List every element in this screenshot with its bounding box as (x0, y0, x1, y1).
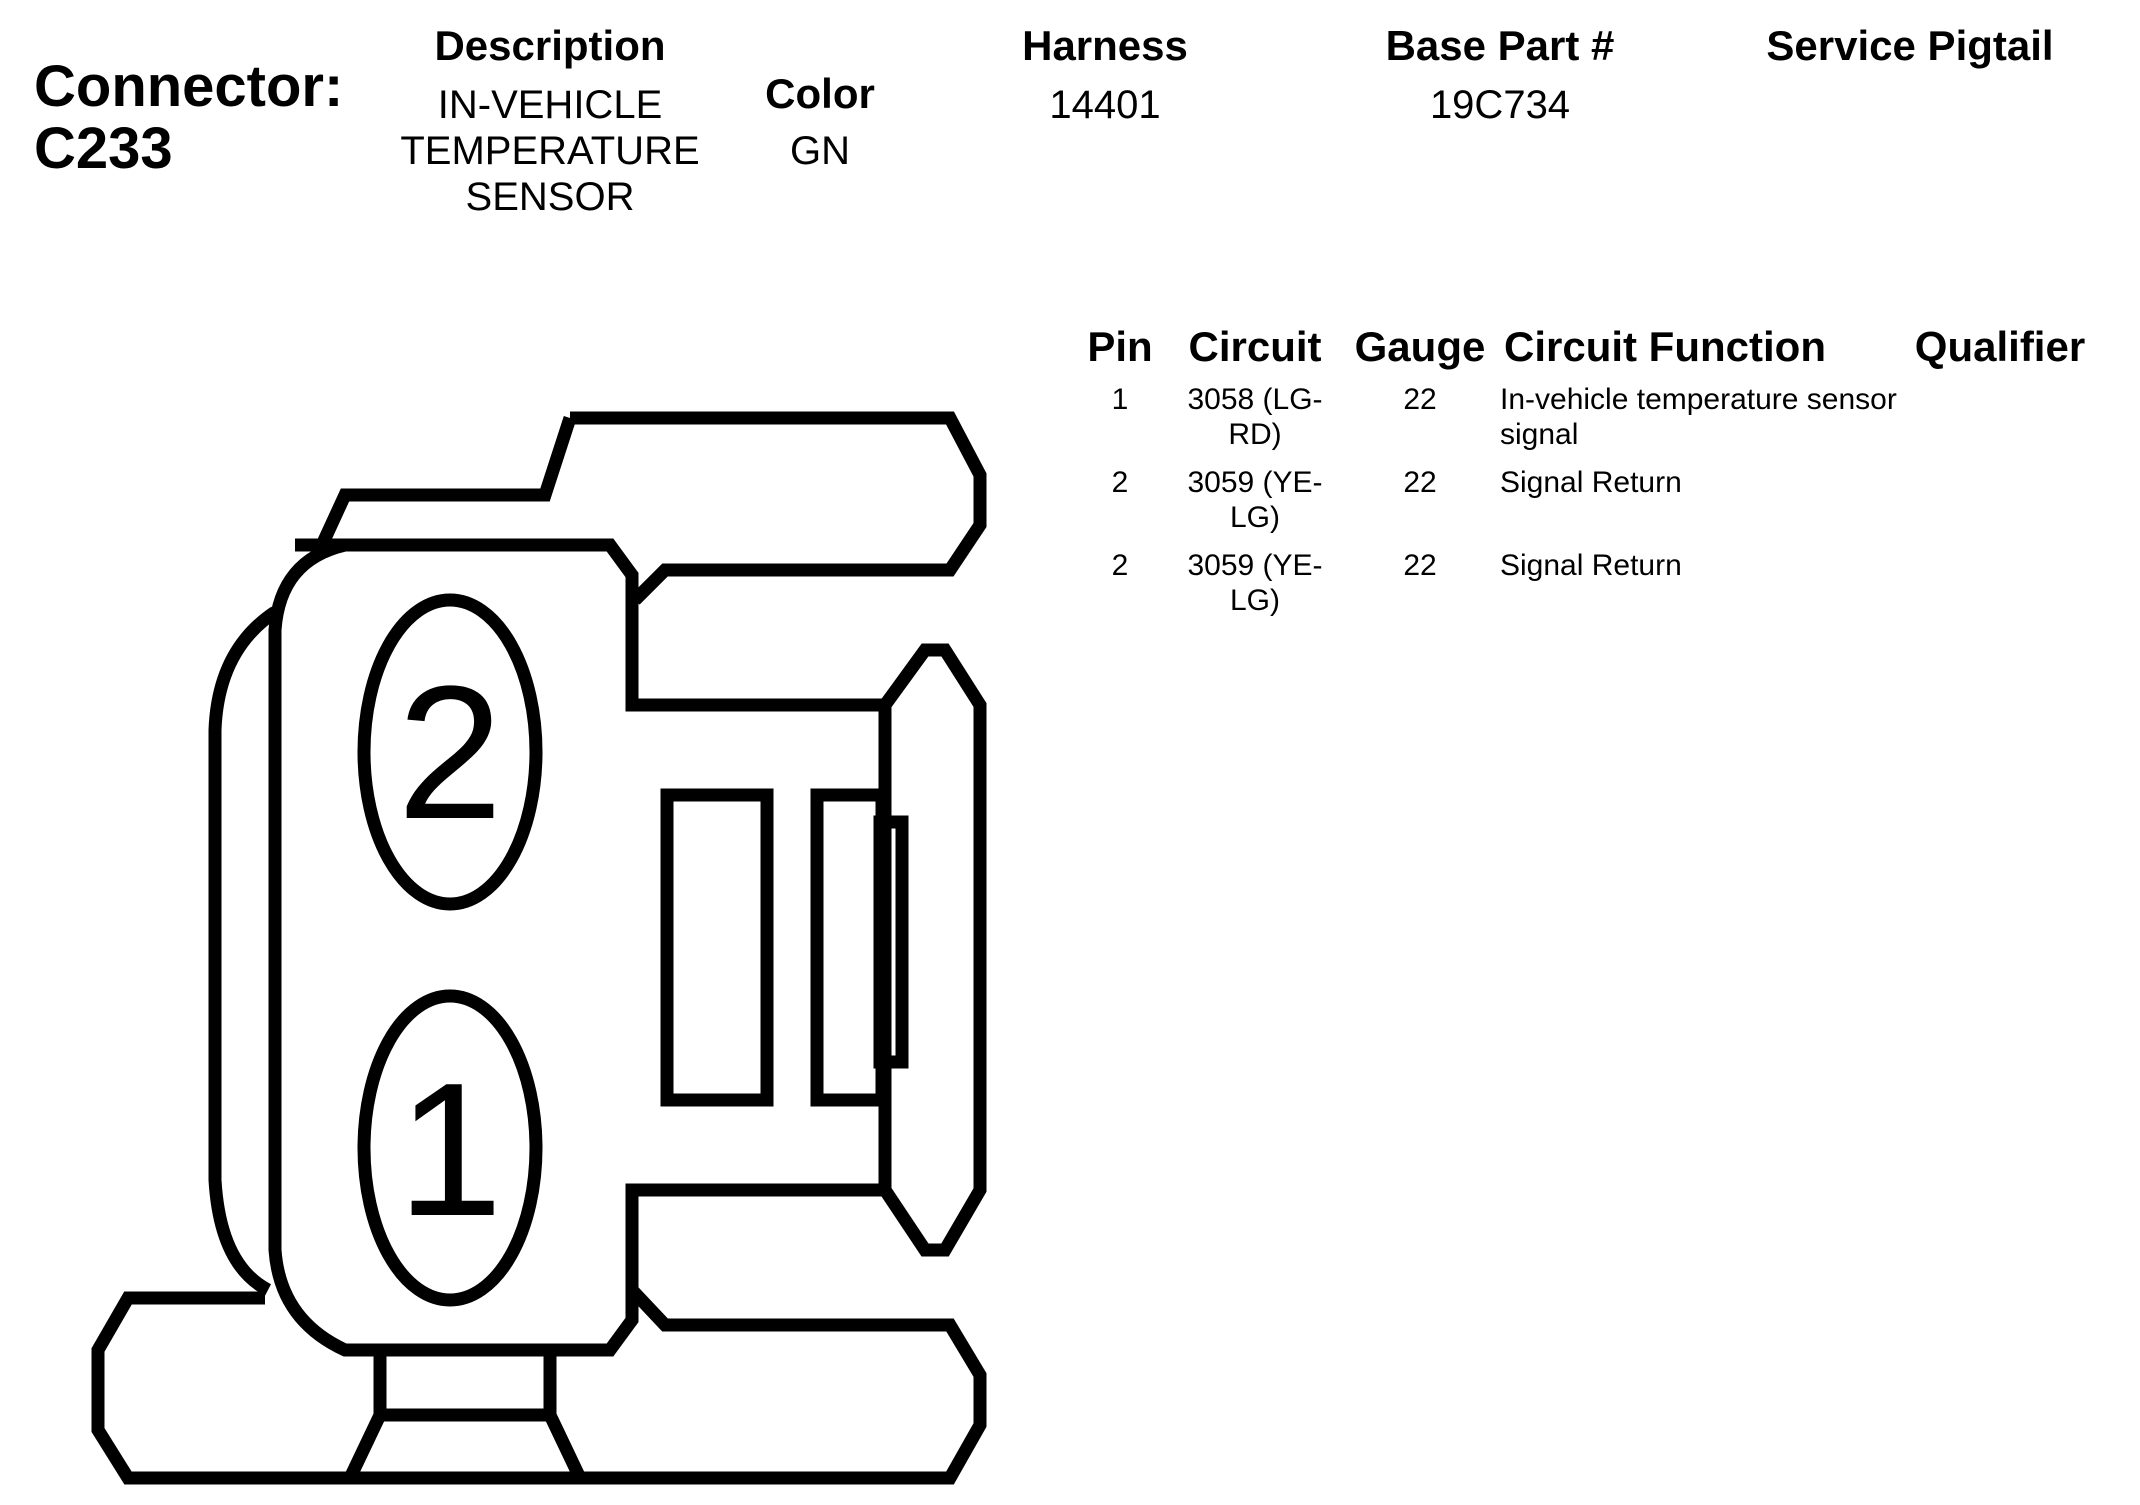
description-line-3: SENSOR (465, 175, 635, 219)
pin-table-header-function: Circuit Function (1504, 323, 1826, 370)
pin-table-header-qualifier: Qualifier (1914, 323, 2086, 370)
row-gauge: 22 (1403, 383, 1437, 416)
description-line-1: IN-VEHICLE (437, 83, 663, 127)
row-pin: 2 (1111, 466, 1129, 499)
base-part-label: Base Part # (1385, 22, 1615, 69)
keying-slot-left (660, 788, 774, 1107)
pin-1-label: 1 (397, 1044, 503, 1256)
connector-body-outline (268, 538, 892, 1357)
connector-bottom-latch-right (580, 1285, 987, 1485)
row-function: Signal Return (1500, 466, 1682, 499)
pin-2-label: 2 (397, 647, 503, 859)
base-part-value: 19C734 (1429, 83, 1571, 127)
row-gauge: 22 (1403, 549, 1437, 582)
pin-table-header-circuit: Circuit (1188, 323, 1322, 370)
harness-label: Harness (1022, 22, 1188, 69)
pin-table-header-gauge: Gauge (1354, 323, 1486, 370)
connector-title: Connector: C233 (34, 56, 343, 180)
pin-table-header-pin: Pin (1087, 323, 1153, 370)
connector-id: C233 (34, 116, 173, 181)
table-row: 2 3059 (YE- LG) 22 Signal Return (0, 548, 2140, 628)
pin-1-cavity (357, 989, 543, 1307)
connector-label: Connector: (34, 54, 344, 119)
keying-slot-tab (873, 815, 909, 1069)
service-pigtail-label: Service Pigtail (1766, 22, 2054, 69)
connector-bottom-key (373, 1350, 557, 1422)
connector-top-step (316, 415, 577, 548)
table-row: 1 3058 (LG- RD) 22 In-vehicle temperatur… (0, 382, 2140, 462)
row-circuit: 3059 (YE- LG) (1187, 549, 1323, 617)
row-function: Signal Return (1500, 549, 1682, 582)
color-value: GN (790, 129, 850, 173)
connector-right-latch (879, 643, 987, 1257)
row-circuit: 3058 (LG- RD) (1187, 383, 1323, 451)
description-label: Description (434, 22, 666, 69)
table-row: 2 3059 (YE- LG) 22 Signal Return (0, 465, 2140, 545)
row-function: In-vehicle temperature sensor signal (1500, 383, 1897, 451)
harness-value: 14401 (1049, 83, 1161, 127)
row-gauge: 22 (1403, 466, 1437, 499)
row-circuit: 3059 (YE- LG) (1187, 466, 1323, 534)
connector-bottom-latch-left (91, 1291, 580, 1485)
description-line-2: TEMPERATURE (400, 129, 700, 173)
description-value: IN-VEHICLE TEMPERATURE SENSOR (360, 82, 740, 220)
keying-slot-right (810, 788, 889, 1107)
row-pin: 2 (1111, 549, 1129, 582)
connector-bottom-diagonals (344, 1412, 586, 1481)
pin-2-cavity (357, 593, 543, 911)
connector-left-rib (208, 606, 279, 1296)
color-label: Color (765, 70, 875, 117)
row-pin: 1 (1111, 383, 1129, 416)
connector-top-latch (570, 411, 987, 605)
